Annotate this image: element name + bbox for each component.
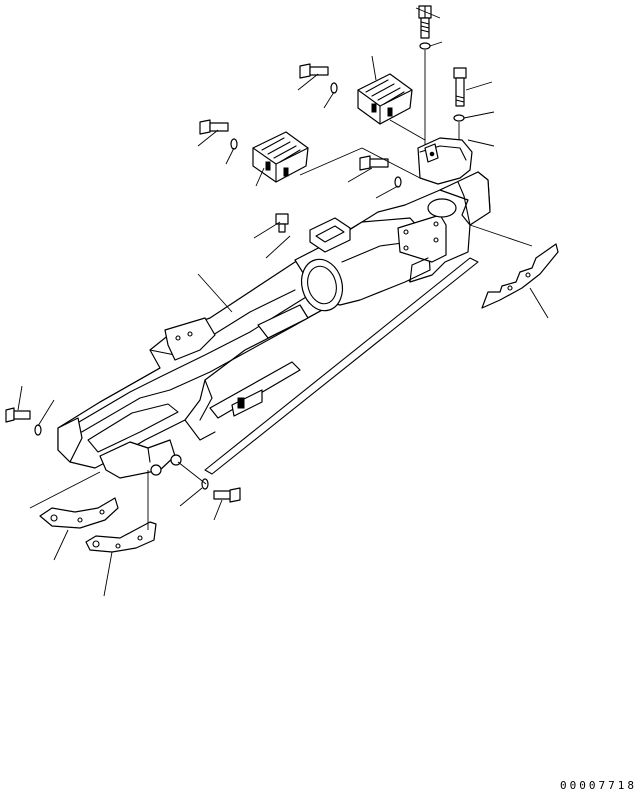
track-frame: [58, 172, 490, 478]
guard-left-upper: [40, 498, 118, 528]
leader-lines: [18, 8, 548, 596]
washers: [35, 43, 464, 489]
guard-left-lower: [86, 522, 156, 552]
guard-right: [482, 244, 558, 308]
pad-lower: [253, 132, 308, 182]
pad-upper: [358, 74, 412, 124]
bearing-cap: [418, 138, 472, 184]
bolts: [6, 6, 466, 502]
drawing-reference-code: 00007718: [560, 779, 637, 792]
